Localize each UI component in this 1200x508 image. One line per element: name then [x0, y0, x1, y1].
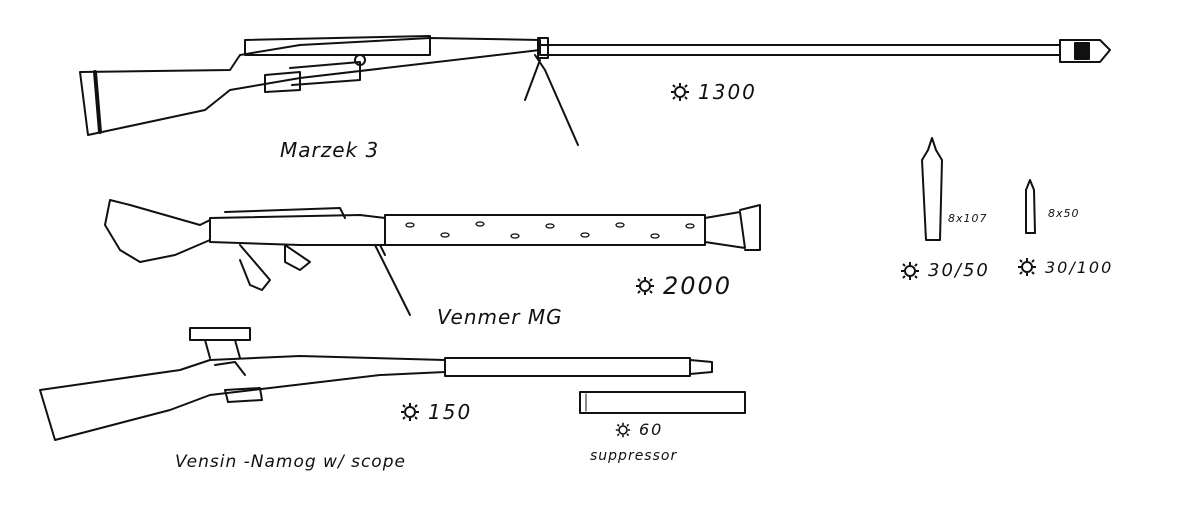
venmer-mg-drawing [104, 199, 761, 316]
vensin-namog-drawing [39, 327, 713, 441]
price-value: 1300 [698, 80, 757, 104]
caliber-label-large: 8x107 [948, 212, 988, 225]
coin-sun-icon [901, 261, 919, 280]
price-value: 60 [639, 420, 664, 439]
item-name-vensin: Vensin -Namog w/ scope [175, 452, 406, 472]
price-ammo-large: 30/50 [900, 260, 990, 281]
coin-sun-icon [636, 277, 654, 295]
cartridge-8x107-drawing [921, 137, 943, 241]
cartridge-8x50-drawing [1025, 179, 1036, 234]
suppressor-drawing [579, 391, 746, 414]
price-vensin: 150 [400, 400, 472, 424]
marzek-3-rifle-drawing [79, 35, 1111, 146]
coin-sun-icon [1018, 258, 1036, 276]
price-suppressor: 60 [615, 420, 663, 439]
price-value: 30/50 [928, 260, 990, 281]
item-name-venmer: Venmer MG [437, 305, 563, 329]
coin-sun-icon [615, 422, 631, 437]
price-value: 2000 [663, 272, 733, 300]
price-value: 150 [428, 400, 473, 424]
coin-sun-icon [671, 83, 689, 101]
caliber-label-small: 8x50 [1048, 207, 1080, 220]
price-ammo-small: 30/100 [1017, 257, 1113, 277]
price-marzek: 1300 [670, 80, 757, 104]
price-value: 30/100 [1045, 257, 1114, 277]
item-name-suppressor: suppressor [590, 448, 678, 464]
coin-sun-icon [401, 403, 419, 421]
price-venmer: 2000 [635, 272, 732, 300]
item-name-marzek: Marzek 3 [280, 138, 380, 162]
